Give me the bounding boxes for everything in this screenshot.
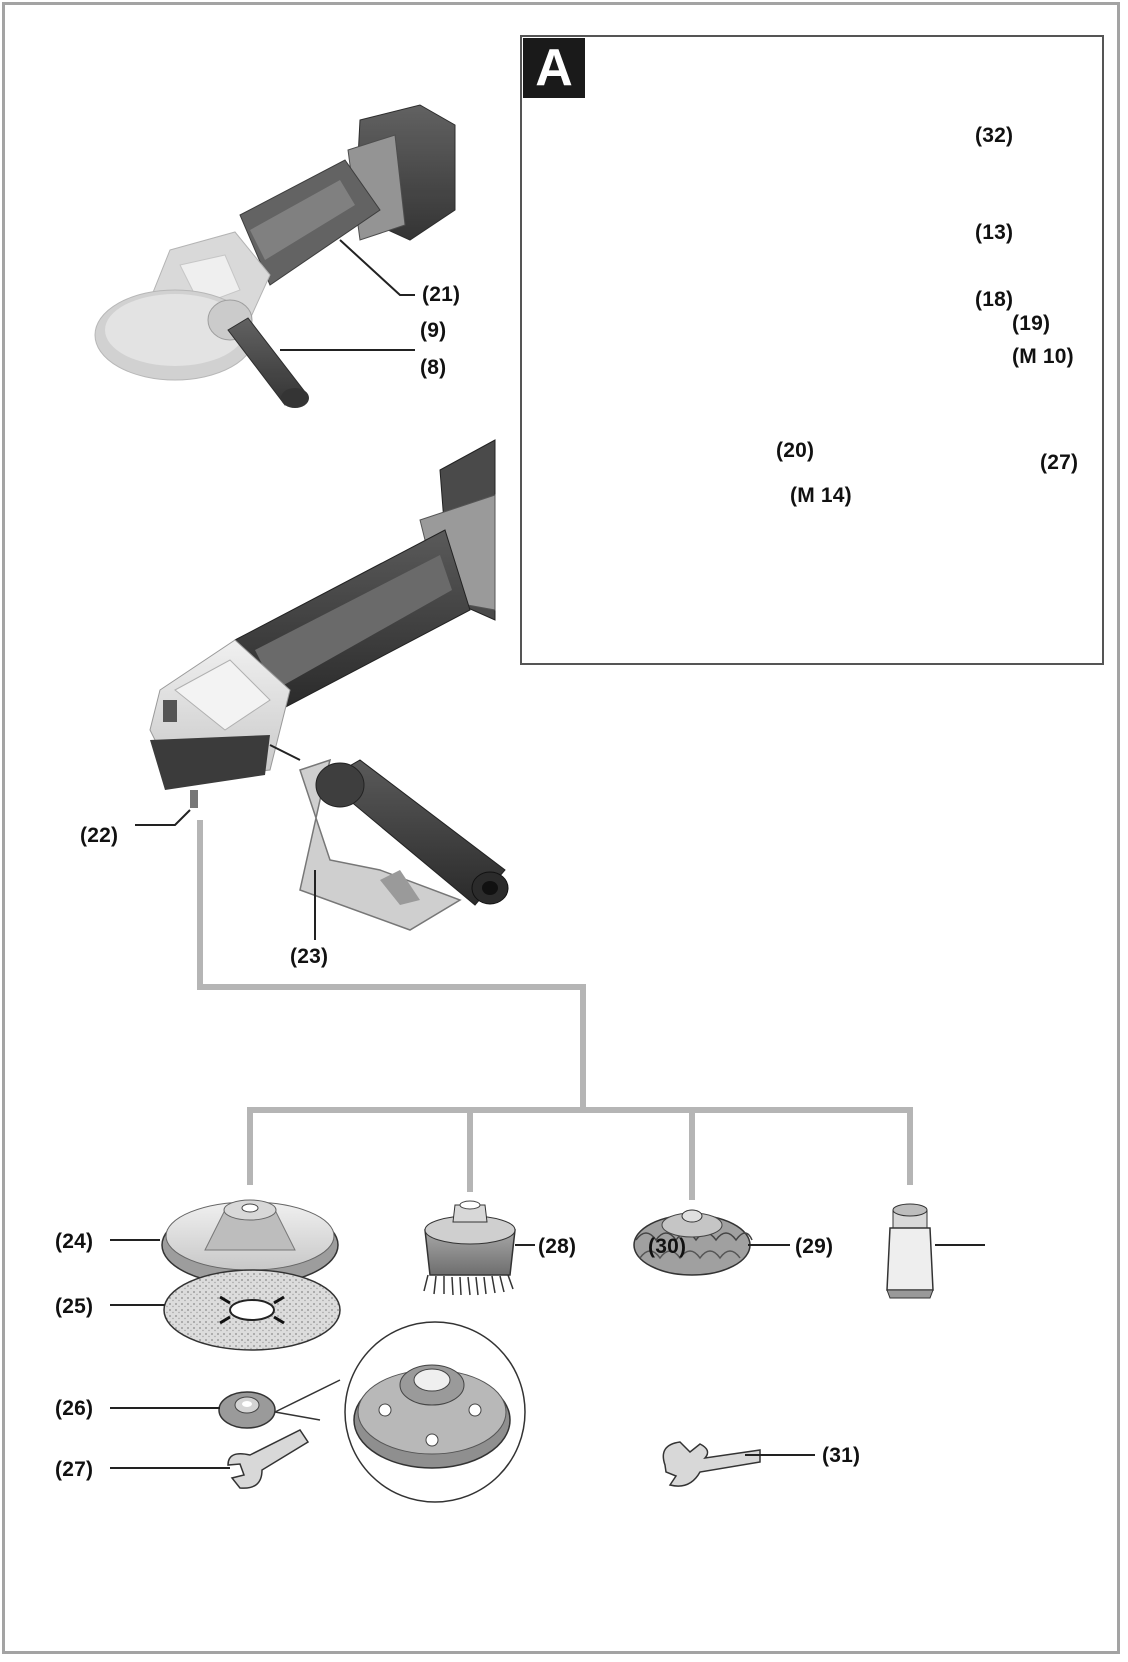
spindle-adapter <box>886 1203 934 1299</box>
detail-panel-a <box>520 35 1104 665</box>
label-19: (19) <box>1012 312 1051 335</box>
label-27-a: (27) <box>1040 451 1079 474</box>
open-end-spanner <box>662 1441 761 1487</box>
label-9: (9) <box>420 319 447 342</box>
label-29: (29) <box>795 1235 834 1258</box>
round-nut <box>218 1321 526 1503</box>
label-20: (20) <box>776 439 815 462</box>
label-m10: (M 10) <box>1012 345 1074 368</box>
two-pin-spanner-b <box>227 1429 310 1489</box>
label-31: (31) <box>822 1444 861 1467</box>
label-18: (18) <box>975 288 1014 311</box>
section-badge: A <box>523 38 585 98</box>
label-32: (32) <box>975 124 1014 147</box>
label-26: (26) <box>55 1397 94 1420</box>
sanding-sheet <box>163 1269 341 1351</box>
label-30: (30) <box>648 1235 687 1258</box>
spindle <box>190 790 198 808</box>
label-8: (8) <box>420 356 447 379</box>
label-m14: (M 14) <box>790 484 852 507</box>
angle-grinder-assembly <box>149 439 509 931</box>
label-25: (25) <box>55 1295 94 1318</box>
label-24: (24) <box>55 1230 94 1253</box>
cup-wire-brush <box>423 1200 516 1296</box>
rubber-backing-pad <box>161 1199 339 1286</box>
label-23: (23) <box>290 945 329 968</box>
label-27-b: (27) <box>55 1458 94 1481</box>
brush-nut <box>681 1209 703 1223</box>
accessory-connector-tree <box>197 820 913 1200</box>
label-13: (13) <box>975 221 1014 244</box>
label-22: (22) <box>80 824 119 847</box>
angle-grinder-overview <box>94 104 456 408</box>
label-21: (21) <box>422 283 461 306</box>
label-28: (28) <box>538 1235 577 1258</box>
